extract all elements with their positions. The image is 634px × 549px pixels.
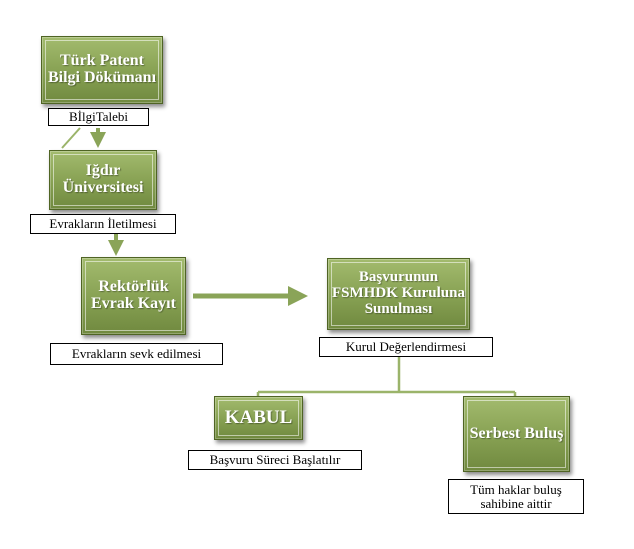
node-igdir: Iğdır Üniversitesi bbox=[49, 150, 157, 210]
label-evrak-iletilmesi: Evrakların İletilmesi bbox=[30, 214, 176, 234]
node-serbest: Serbest Buluş bbox=[463, 396, 570, 472]
line-turk-to-igdir bbox=[61, 127, 81, 149]
label-evrak-sevk: Evrakların sevk edilmesi bbox=[50, 343, 223, 365]
node-rektorluk-text: Rektörlük Evrak Kayıt bbox=[91, 278, 176, 312]
node-turk-patent-text: Türk Patent Bilgi Dökümanı bbox=[47, 52, 157, 86]
label-bilgi-talebi: BİlgiTalebi bbox=[48, 108, 149, 126]
label-basvuru-sureci: Başvuru Süreci Başlatılır bbox=[188, 450, 362, 470]
label-tum-haklar: Tüm haklar buluş sahibine aittir bbox=[448, 479, 584, 514]
node-kabul-text: KABUL bbox=[224, 407, 293, 429]
label-kurul: Kurul Değerlendirmesi bbox=[319, 337, 493, 357]
node-igdir-text: Iğdır Üniversitesi bbox=[62, 162, 144, 196]
node-basvuru-fsmhdk: Başvurunun FSMHDK Kuruluna Sunulması bbox=[327, 258, 470, 330]
node-basvuru-fsmhdk-text: Başvurunun FSMHDK Kuruluna Sunulması bbox=[332, 269, 465, 317]
node-kabul: KABUL bbox=[214, 396, 303, 440]
node-serbest-text: Serbest Buluş bbox=[469, 424, 564, 442]
label-tum-haklar-text: Tüm haklar buluş sahibine aittir bbox=[470, 481, 562, 511]
node-rektorluk: Rektörlük Evrak Kayıt bbox=[81, 257, 186, 335]
node-turk-patent: Türk Patent Bilgi Dökümanı bbox=[41, 36, 163, 104]
